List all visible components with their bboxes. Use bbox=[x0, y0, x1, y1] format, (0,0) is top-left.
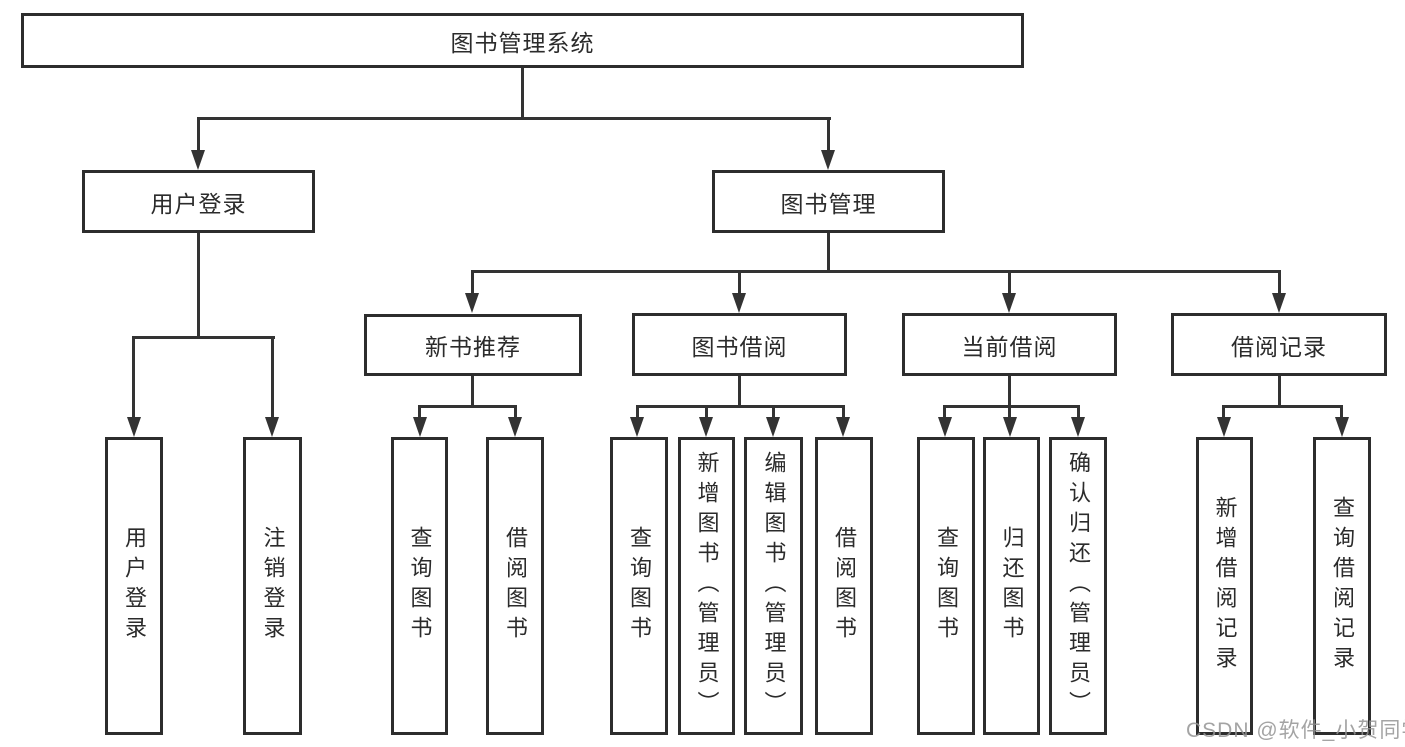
connector-line bbox=[197, 117, 831, 120]
node-query-borrow-record: 查询借阅记录 bbox=[1313, 437, 1371, 735]
connector-line bbox=[1222, 405, 1225, 422]
connector-line bbox=[738, 376, 741, 407]
node-query-books-1: 查询图书 bbox=[391, 437, 448, 735]
connector-line bbox=[1008, 376, 1011, 407]
connector-line bbox=[1340, 405, 1343, 422]
connector-line bbox=[132, 336, 135, 421]
node-confirm-return-admin: 确认归还（管理员） bbox=[1049, 437, 1107, 735]
arrow-down-icon bbox=[732, 293, 746, 313]
connector-line bbox=[943, 405, 1080, 408]
connector-line bbox=[1077, 405, 1080, 422]
arrow-down-icon bbox=[630, 417, 644, 437]
connector-line bbox=[271, 336, 274, 421]
arrow-down-icon bbox=[1335, 417, 1349, 437]
connector-line bbox=[1008, 270, 1011, 297]
node-book-borrowing: 图书借阅 bbox=[632, 313, 847, 376]
arrow-down-icon bbox=[1002, 293, 1016, 313]
arrow-down-icon bbox=[938, 417, 952, 437]
connector-line bbox=[827, 233, 830, 273]
arrow-down-icon bbox=[191, 150, 205, 170]
connector-line bbox=[705, 405, 708, 422]
arrow-down-icon bbox=[1003, 417, 1017, 437]
arrow-down-icon bbox=[265, 417, 279, 437]
connector-line bbox=[1222, 405, 1343, 408]
node-borrow-books-1: 借阅图书 bbox=[486, 437, 544, 735]
connector-line bbox=[827, 117, 830, 155]
connector-line bbox=[418, 405, 421, 422]
connector-line bbox=[1008, 405, 1011, 422]
arrow-down-icon bbox=[508, 417, 522, 437]
connector-line bbox=[943, 405, 946, 422]
connector-line bbox=[132, 336, 275, 339]
node-query-books-3: 查询图书 bbox=[917, 437, 975, 735]
arrow-down-icon bbox=[1217, 417, 1231, 437]
arrow-down-icon bbox=[127, 417, 141, 437]
connector-line bbox=[197, 117, 200, 155]
node-edit-books-admin: 编辑图书（管理员） bbox=[744, 437, 803, 735]
arrow-down-icon bbox=[465, 293, 479, 313]
node-borrowing-records: 借阅记录 bbox=[1171, 313, 1387, 376]
connector-line bbox=[1278, 376, 1281, 407]
node-logout: 注销登录 bbox=[243, 437, 302, 735]
node-add-books-admin: 新增图书（管理员） bbox=[678, 437, 735, 735]
connector-line bbox=[1278, 270, 1281, 297]
arrow-down-icon bbox=[1071, 417, 1085, 437]
node-borrow-books-2: 借阅图书 bbox=[815, 437, 873, 735]
arrow-down-icon bbox=[836, 417, 850, 437]
connector-line bbox=[471, 270, 474, 297]
node-book-management: 图书管理 bbox=[712, 170, 945, 233]
node-new-book-recommend: 新书推荐 bbox=[364, 314, 582, 376]
watermark: CSDN @软件_小贺同学 bbox=[1186, 719, 1405, 742]
node-library-system: 图书管理系统 bbox=[21, 13, 1024, 68]
connector-line bbox=[738, 270, 741, 297]
connector-line bbox=[842, 405, 845, 422]
connector-line bbox=[514, 405, 517, 422]
arrow-down-icon bbox=[766, 417, 780, 437]
arrow-down-icon bbox=[413, 417, 427, 437]
connector-line bbox=[418, 405, 517, 408]
connector-line bbox=[471, 376, 474, 407]
node-current-borrowing: 当前借阅 bbox=[902, 313, 1117, 376]
connector-line bbox=[471, 270, 1281, 273]
connector-line bbox=[197, 233, 200, 338]
node-user-login-module: 用户登录 bbox=[82, 170, 315, 233]
node-return-books: 归还图书 bbox=[983, 437, 1040, 735]
connector-line bbox=[772, 405, 775, 422]
arrow-down-icon bbox=[1272, 293, 1286, 313]
node-user-login: 用户登录 bbox=[105, 437, 163, 735]
connector-line bbox=[636, 405, 639, 422]
connector-line bbox=[521, 68, 524, 120]
arrow-down-icon bbox=[821, 150, 835, 170]
connector-line bbox=[636, 405, 845, 408]
arrow-down-icon bbox=[699, 417, 713, 437]
node-add-borrow-record: 新增借阅记录 bbox=[1196, 437, 1253, 735]
node-query-books-2: 查询图书 bbox=[610, 437, 668, 735]
